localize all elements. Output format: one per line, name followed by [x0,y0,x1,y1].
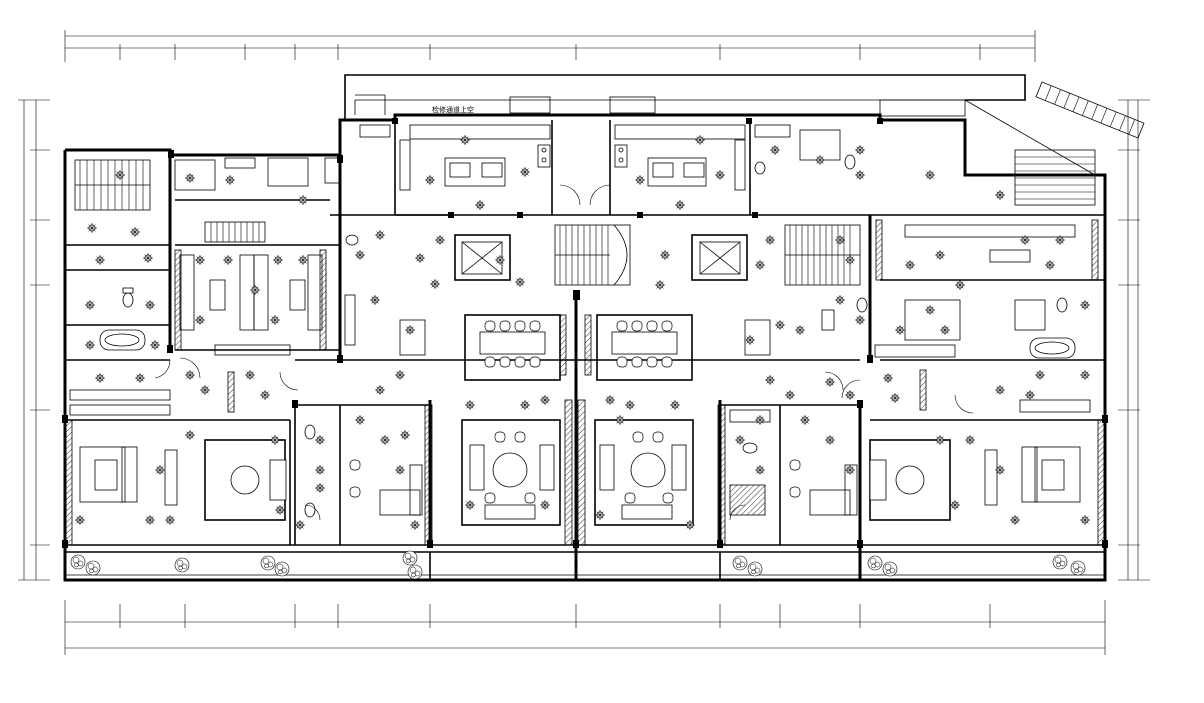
small-bedrooms [349,459,858,516]
kitchen-left [399,124,551,191]
dining-table-right [596,314,693,381]
side-dimension-lines [18,99,1150,581]
bathtub-icon [99,329,1076,359]
stair-left-top [74,159,151,211]
bedroom-right [869,439,1081,521]
hatched-walls [64,219,1106,546]
stair-right-top [1014,149,1096,206]
dining-table-left [464,314,561,381]
corridor-note: 检修通道上空 [432,105,474,114]
service-rooms [174,124,1046,356]
wardrobes [69,224,1091,423]
door-swings [154,184,974,521]
living-room-right [594,419,694,526]
structural-columns [62,118,1108,548]
stair-icon [204,221,861,286]
living-room-left [461,419,561,526]
top-dimension-lines [64,30,1036,62]
elevator-icon [454,234,748,281]
bedroom-left [79,439,287,521]
exterior-ladder [1035,81,1145,139]
toilet-icon [122,154,1068,518]
kitchen-right [614,124,746,191]
bottom-dimension-lines [64,600,1106,655]
